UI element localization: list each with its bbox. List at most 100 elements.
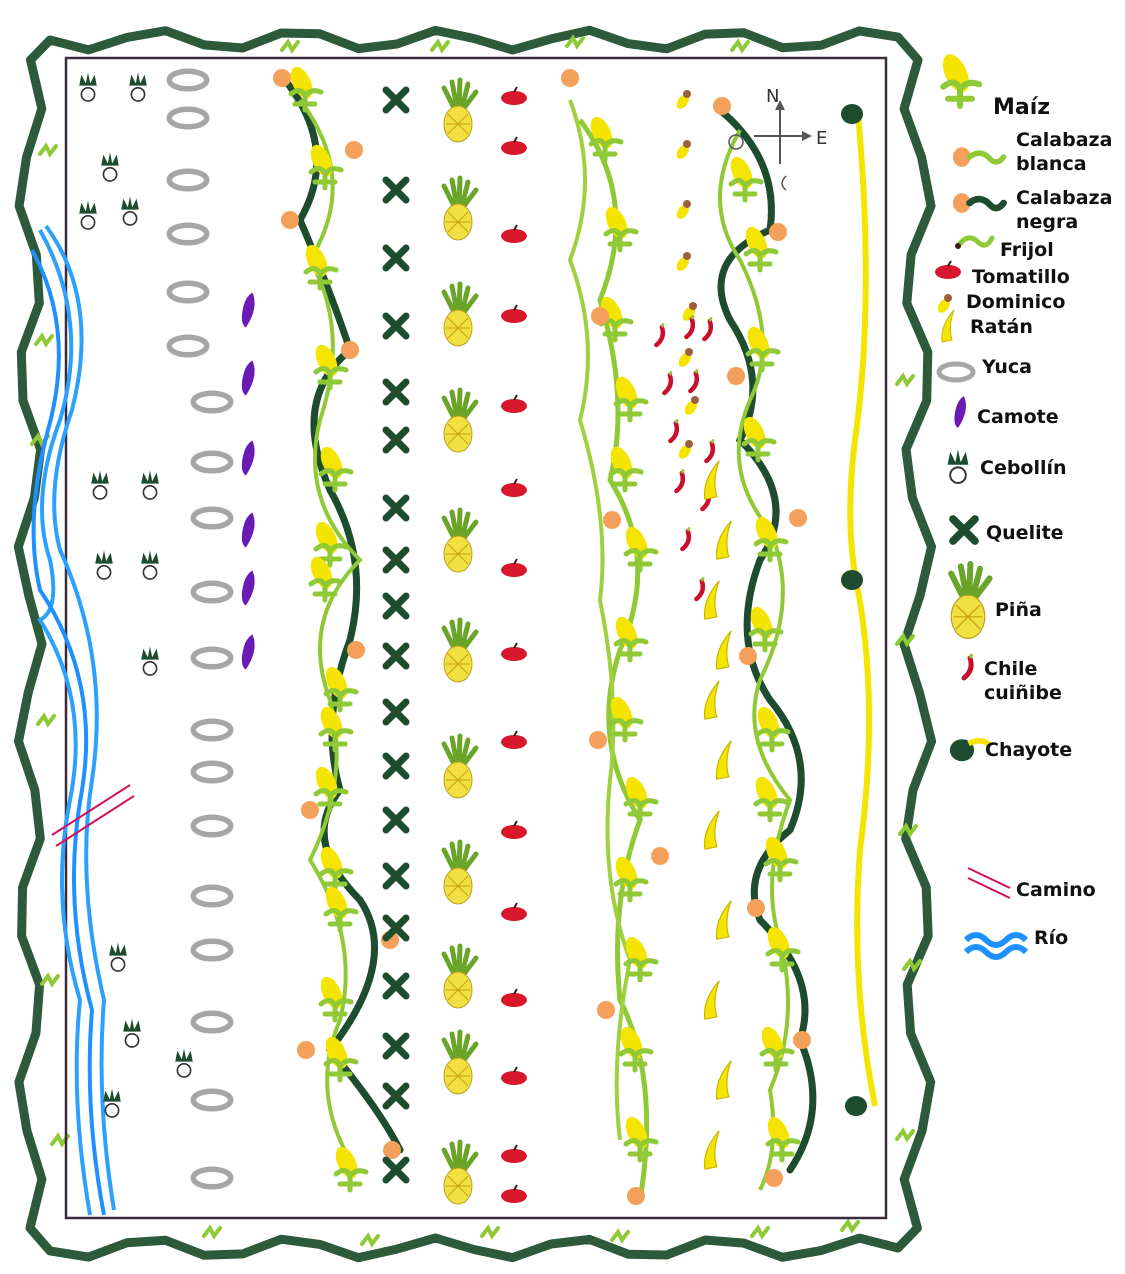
- squash-fruit: [747, 899, 765, 917]
- corn-plant: [611, 854, 646, 900]
- corn-plant: [763, 1114, 798, 1160]
- dominico-banana: [676, 348, 693, 369]
- cassava-plant: [193, 453, 230, 471]
- cassava-plant: [193, 509, 230, 527]
- tomatillo-plant: [501, 989, 527, 1007]
- road-icon: [968, 868, 1010, 898]
- ratan-banana: [717, 521, 732, 559]
- pineapple-plant: [444, 620, 476, 682]
- cassava-plant: [169, 71, 206, 89]
- legend-label-ratan: Ratán: [970, 315, 1033, 339]
- pineapple-plant: [444, 80, 476, 142]
- scallion-plant: [141, 646, 159, 675]
- chili-plant: [704, 317, 711, 339]
- scallion-plant: [109, 942, 127, 971]
- scallion-plant: [101, 152, 119, 181]
- hedge-sprig: [897, 376, 913, 384]
- sweet-potato-plant: [242, 360, 255, 395]
- pineapple-plant: [444, 946, 476, 1008]
- hedge-sprig: [897, 636, 913, 644]
- legend-label-chile: Chile cuiñibe: [984, 657, 1074, 705]
- pineapple-plant: [444, 284, 476, 346]
- sweet-potato-plant: [242, 440, 255, 475]
- hedge-sprig: [612, 1232, 628, 1240]
- legend-label-calabaza-blanca: Calabaza blanca: [1016, 128, 1120, 176]
- chili-icon: [964, 654, 972, 678]
- quelite-plant: [386, 430, 406, 450]
- corn-plant: [621, 1114, 656, 1160]
- tomatillo-icon: [935, 261, 961, 279]
- corn-plant: [751, 774, 786, 820]
- dominico-banana: [674, 252, 691, 273]
- cassava-plant: [193, 817, 230, 835]
- compass-south-mark: [782, 176, 786, 190]
- squash-fruit: [769, 223, 787, 241]
- scallion-plant: [79, 72, 97, 101]
- scallion-plant: [175, 1048, 193, 1077]
- scallion-plant: [121, 196, 139, 225]
- hedge-sprig: [40, 146, 56, 154]
- quelite-plant: [386, 646, 406, 666]
- cassava-plant: [193, 1169, 230, 1187]
- corn-plant: [316, 704, 351, 750]
- sweet-potato-plant: [242, 570, 255, 605]
- hedge-sprig: [752, 1228, 768, 1236]
- tomatillo-plant: [501, 1067, 527, 1085]
- legend-label-pina: Piña: [995, 598, 1042, 622]
- cassava-plant: [193, 649, 230, 667]
- squash-fruit: [589, 731, 607, 749]
- cassava-plant: [169, 337, 206, 355]
- pineapple-plant: [444, 178, 476, 240]
- squash-fruit: [793, 1031, 811, 1049]
- dominico-banana: [674, 200, 691, 221]
- hedge-outline: [18, 30, 931, 1257]
- cassava-plant: [193, 763, 230, 781]
- scallion-plant: [91, 470, 109, 499]
- legend-label-rio: Río: [1034, 926, 1068, 950]
- hedge-sprig: [38, 716, 54, 724]
- hedge-sprig: [432, 42, 448, 50]
- compass-north-label: N: [766, 86, 779, 107]
- tomatillo-plant: [501, 821, 527, 839]
- squash-fruit: [627, 1187, 645, 1205]
- cassava-plant: [193, 393, 230, 411]
- hedge-sprig: [897, 1131, 913, 1139]
- quelite-icon: [953, 519, 975, 541]
- ratan-banana: [705, 981, 720, 1019]
- cassava-plant: [169, 283, 206, 301]
- tomatillo-plant: [501, 1145, 527, 1163]
- corn-plant: [621, 524, 656, 570]
- dominico-banana: [680, 302, 697, 323]
- dominico-banana: [676, 440, 693, 461]
- squash-fruit: [273, 69, 291, 87]
- chili-plant: [690, 369, 697, 391]
- squash-fruit: [597, 1001, 615, 1019]
- quelite-plant: [386, 756, 406, 776]
- cassava-plant: [193, 721, 230, 739]
- ratan-banana: [705, 581, 720, 619]
- squash-fruit: [561, 69, 579, 87]
- tomatillo-plant: [501, 87, 527, 105]
- chayote-plant: [845, 1096, 867, 1116]
- chayote-plant: [841, 570, 863, 590]
- squash-fruit: [603, 511, 621, 529]
- corn-plant: [311, 342, 346, 388]
- sweet-potato-plant: [242, 634, 255, 669]
- ratan-banana: [705, 811, 720, 849]
- corn-plant: [301, 242, 336, 288]
- quelite-plant: [386, 1036, 406, 1056]
- legend-label-cebollin: Cebollín: [980, 456, 1067, 480]
- dominico-banana: [674, 140, 691, 161]
- ratan-banana: [705, 681, 720, 719]
- legend-label-dominico: Dominico: [966, 290, 1066, 314]
- squash-fruit: [591, 307, 609, 325]
- chayote-plant: [841, 104, 863, 124]
- cassava-plant: [193, 1091, 230, 1109]
- hedge-sprig: [42, 976, 58, 984]
- tomatillo-plant: [501, 1185, 527, 1203]
- squash-fruit: [727, 367, 745, 385]
- cassava-plant: [193, 887, 230, 905]
- compass-cross: [754, 104, 808, 164]
- squash-fruit: [713, 97, 731, 115]
- tomatillo-plant: [501, 225, 527, 243]
